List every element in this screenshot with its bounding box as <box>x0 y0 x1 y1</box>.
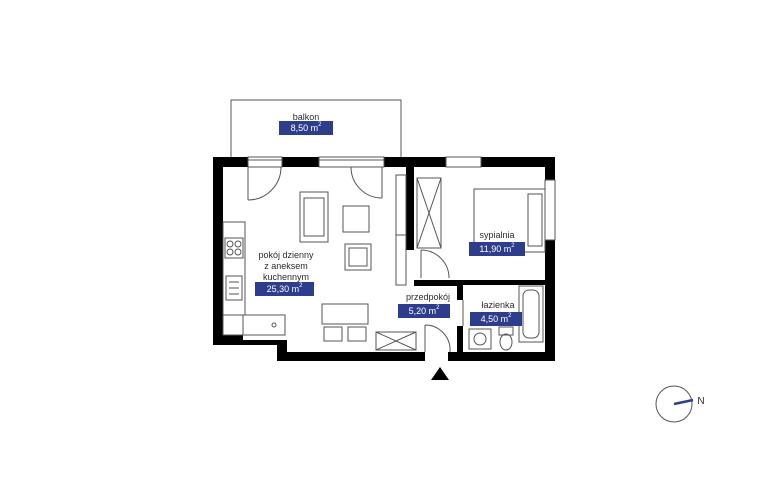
hall-area-unit: 2 <box>436 305 440 311</box>
living-area-badge: 25,30 m2 <box>255 282 314 296</box>
living-name-line-3: kuchennym <box>262 272 310 282</box>
hall-name: przedpokój <box>405 292 451 302</box>
living-name-line-1: pokój dzienny <box>258 250 314 260</box>
bathroom-area: 4,50 m <box>480 314 509 324</box>
bedroom-area-badge: 11,90 m2 <box>469 242 525 256</box>
bathroom-name: łazienka <box>481 300 515 310</box>
hall-area-badge: 5,20 m2 <box>398 304 450 318</box>
balcony-name: balkon <box>292 112 320 122</box>
living-name-line-2: z aneksem <box>264 261 308 271</box>
compass <box>655 385 694 423</box>
living-name: pokój dzienny z aneksem kuchennym <box>246 250 326 283</box>
windows <box>247 156 556 241</box>
bathroom-area-badge: 4,50 m2 <box>470 312 522 326</box>
bedroom-area: 11,90 m <box>479 244 512 254</box>
entrance-arrow <box>431 367 449 380</box>
doors <box>247 166 464 353</box>
walls <box>213 157 555 361</box>
living-area-unit: 2 <box>299 283 303 289</box>
compass-label: N <box>697 396 705 407</box>
balcony-area-unit: 2 <box>318 122 322 128</box>
compass-needle <box>673 398 694 406</box>
bedroom-name: sypialnia <box>479 230 515 240</box>
bedroom-area-unit: 2 <box>511 243 515 249</box>
hall-area: 5,20 m <box>408 306 437 316</box>
bathroom-area-unit: 2 <box>508 313 512 319</box>
balcony-area-badge: 8,50 m2 <box>279 121 333 135</box>
living-area: 25,30 m <box>266 284 300 294</box>
balcony-area: 8,50 m <box>290 123 319 133</box>
